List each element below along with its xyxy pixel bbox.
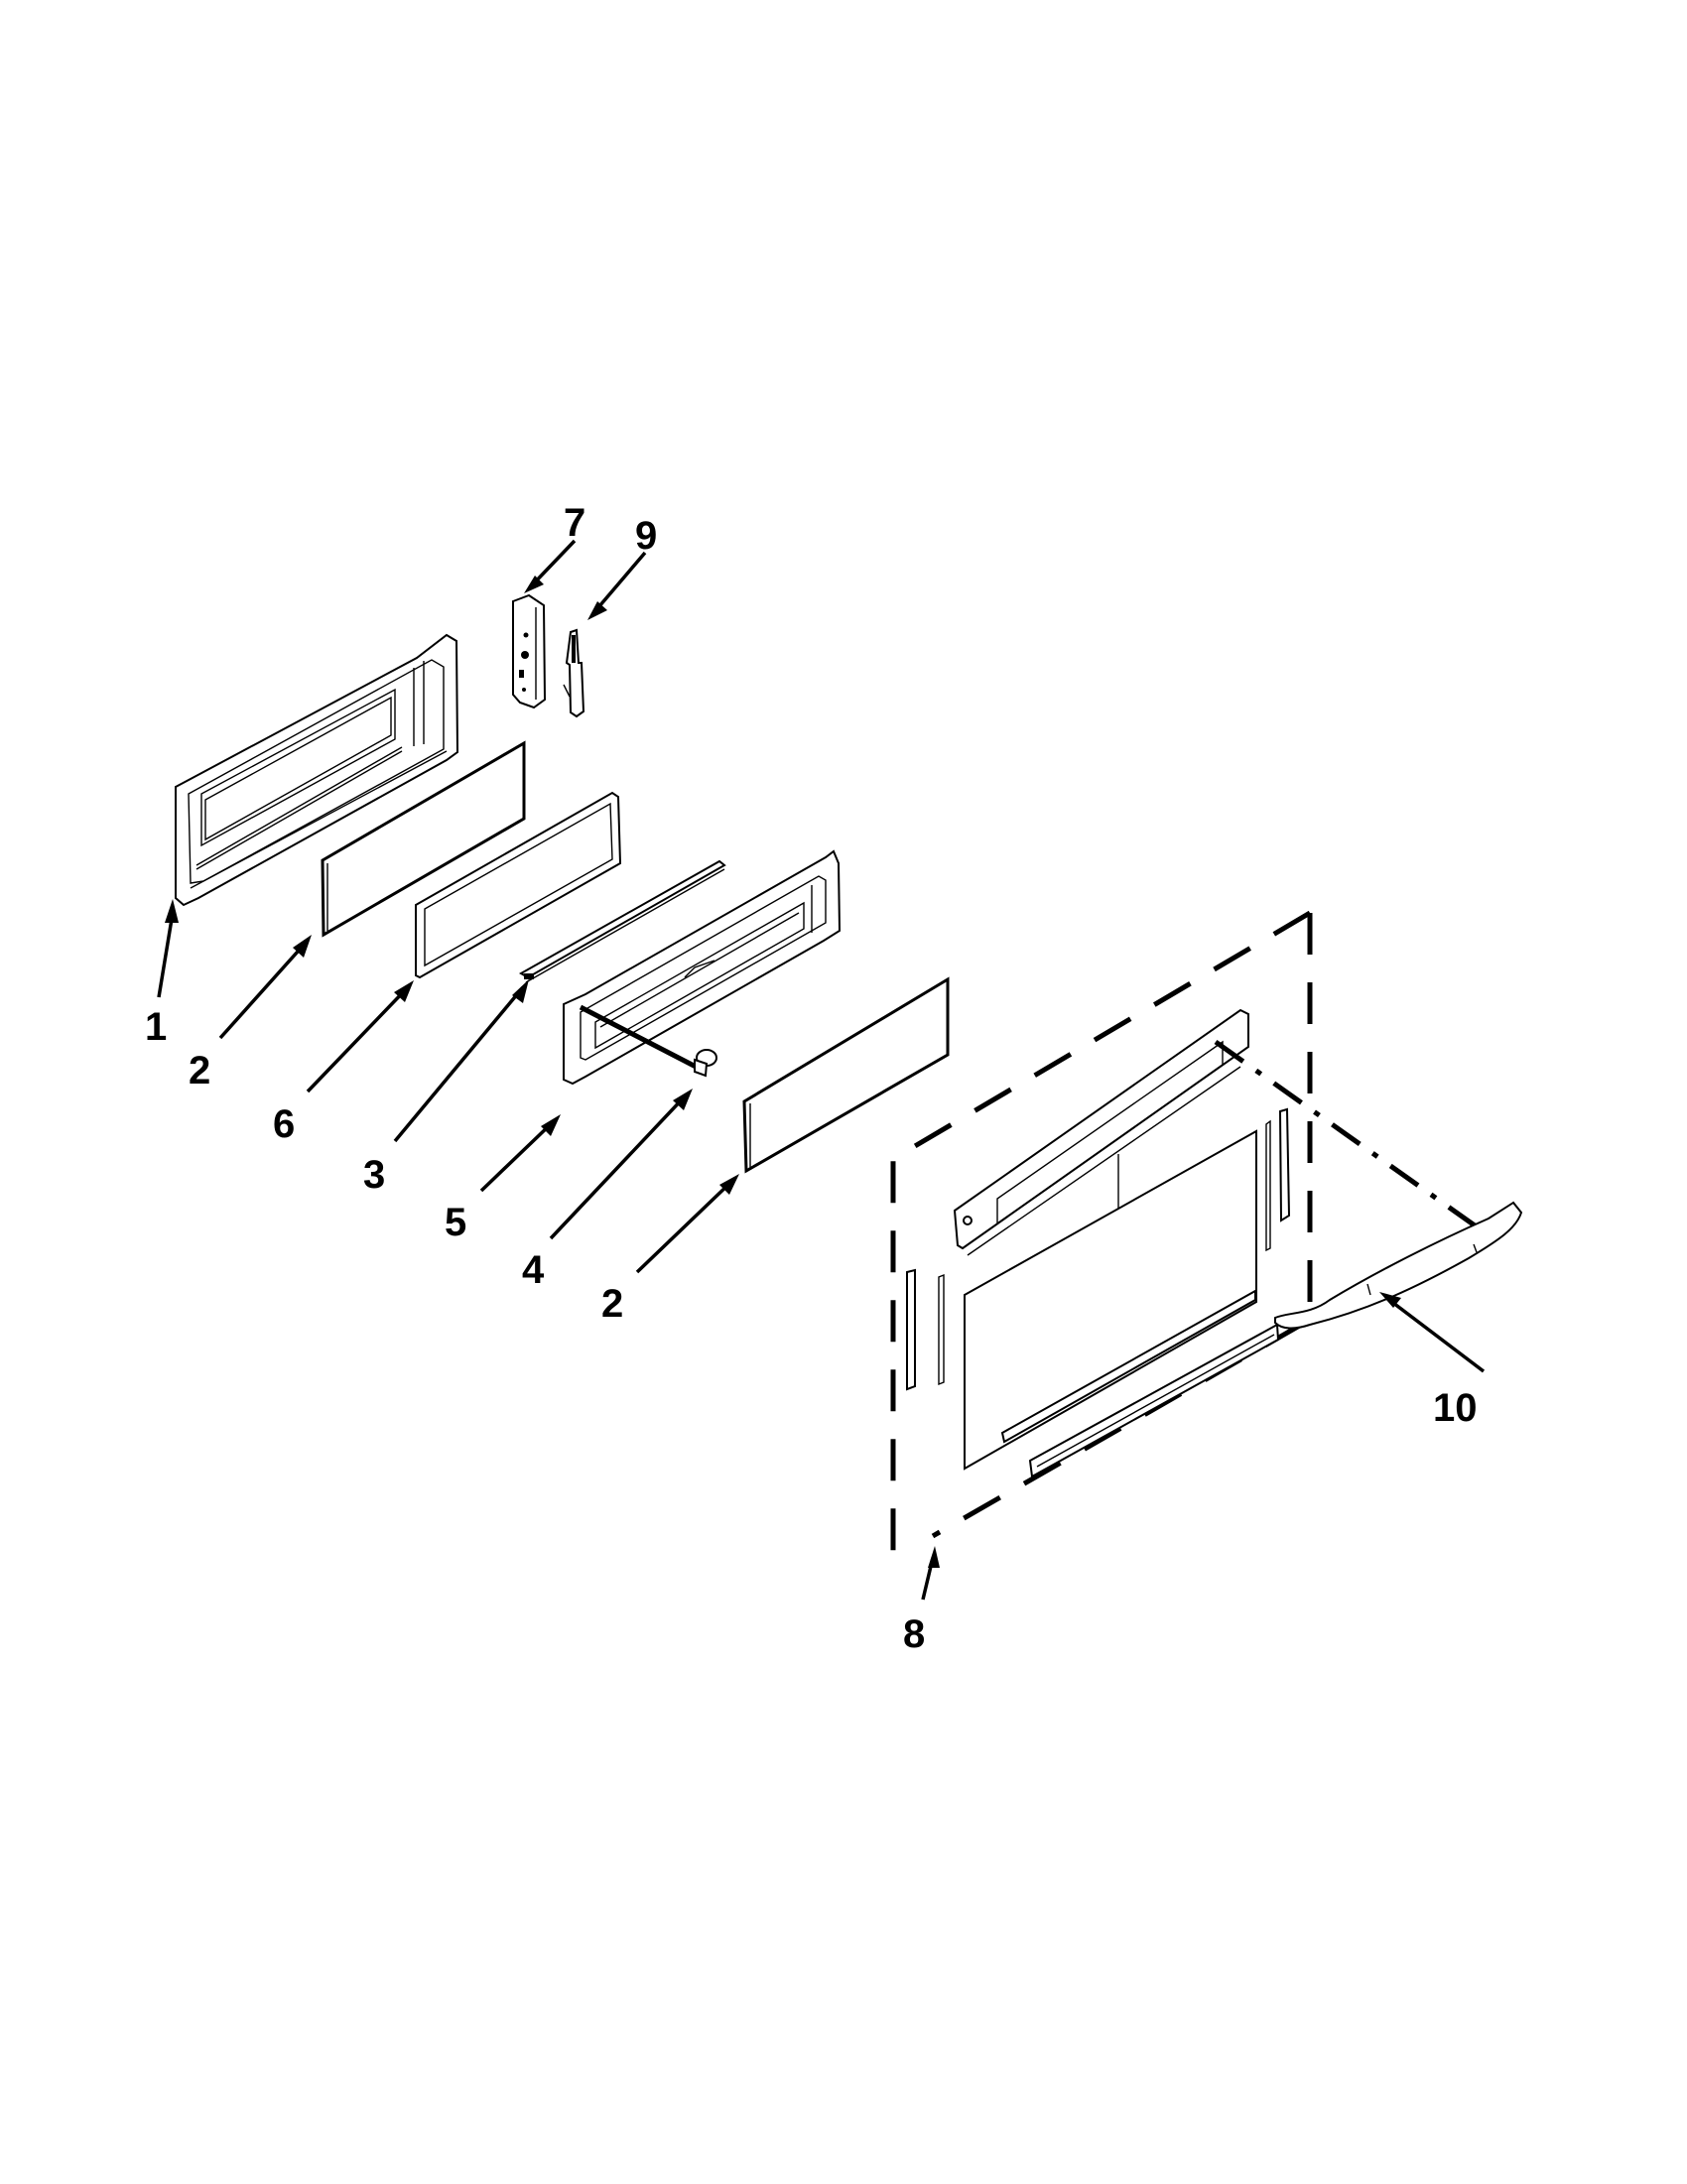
callout-2b: 2 <box>601 1282 623 1326</box>
callout-10: 10 <box>1433 1386 1478 1430</box>
part-4-screw <box>694 1049 717 1078</box>
part-2-glass-panel-outer <box>742 976 950 1174</box>
part-10-door-handle <box>1214 1039 1523 1330</box>
part-9-hinge-pin <box>563 628 585 718</box>
leader-arrows <box>157 539 1486 1601</box>
callout-7: 7 <box>564 501 585 545</box>
callout-6: 6 <box>273 1102 295 1146</box>
callout-1: 1 <box>145 1005 167 1049</box>
part-1-inner-door-frame <box>175 633 459 907</box>
part-3-trim-strip <box>518 859 726 983</box>
part-5-door-liner <box>563 849 842 1086</box>
callout-3: 3 <box>363 1153 385 1197</box>
callout-5: 5 <box>445 1201 466 1244</box>
callout-4: 4 <box>522 1248 545 1292</box>
part-6-framed-glass <box>415 791 622 979</box>
callout-9: 9 <box>635 514 657 558</box>
part-8-outer-panel-kit <box>890 910 1313 1572</box>
callout-8: 8 <box>903 1612 925 1656</box>
part-7-hinge-bracket <box>512 593 547 709</box>
callout-2a: 2 <box>189 1049 210 1092</box>
part-2-glass-panel-inner <box>321 740 526 938</box>
